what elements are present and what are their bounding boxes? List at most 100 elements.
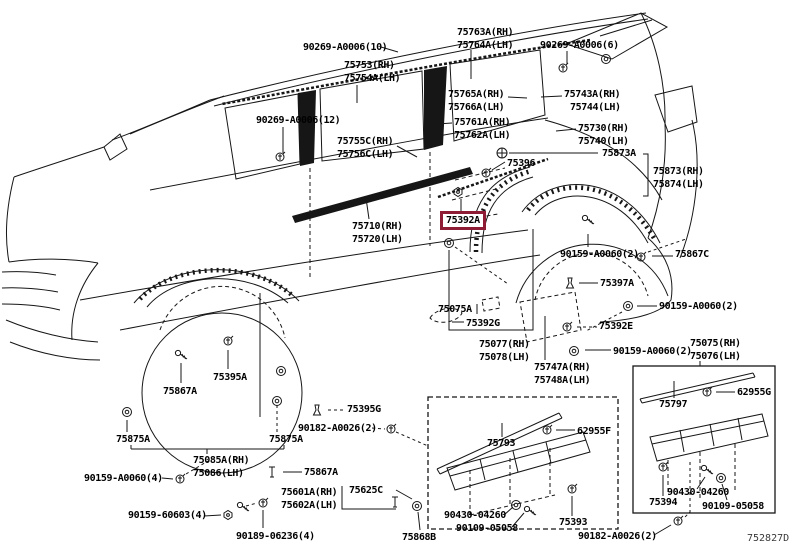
part-label-90159-60603-4[interactable]: 90159-60603(4): [128, 509, 207, 522]
part-label-75394[interactable]: 75394: [649, 496, 678, 509]
part-label-62955g[interactable]: 62955G: [737, 386, 771, 399]
part-number-text: 90182-A0026(2): [298, 423, 377, 434]
part-number-text: 90430-04260: [667, 487, 729, 498]
part-label-90109-05058-a[interactable]: 90109-05058: [456, 522, 518, 535]
inset-box-center: [427, 396, 619, 530]
part-label-75747a[interactable]: 75747A(RH)75748A(LH): [534, 361, 591, 387]
part-label-75396[interactable]: 75396: [507, 157, 536, 170]
part-number-text: 75753(RH): [344, 60, 395, 71]
part-label-75077[interactable]: 75077(RH)75078(LH): [479, 338, 530, 364]
part-label-90269-a0006-10[interactable]: 90269-A0006(10): [303, 41, 388, 54]
part-label-90182-a0026-2b[interactable]: 90182-A0026(2): [578, 530, 657, 543]
part-label-90159-a0060-2a[interactable]: 90159-A0060(2): [560, 248, 639, 261]
part-label-75085a[interactable]: 75085A(RH)75086(LH): [193, 454, 250, 480]
part-label-75743a[interactable]: 75743A(RH)75744(LH): [564, 88, 621, 114]
part-number-text: 75720(LH): [352, 234, 403, 245]
part-number-text: 75765A(RH): [448, 89, 505, 100]
part-number-text: 75867A: [163, 386, 197, 397]
part-number-text: 62955F: [577, 426, 611, 437]
leader-lines: [126, 46, 735, 536]
leader-lines-dashed: [185, 238, 691, 519]
part-number-text: 75395A: [213, 372, 247, 383]
part-label-75755c[interactable]: 75755C(RH) 75756C(LH): [337, 135, 394, 161]
part-label-75392e[interactable]: 75392E: [599, 320, 633, 333]
part-number-text: 75764A(LH): [457, 40, 514, 51]
part-label-75867a-b[interactable]: 75867A: [304, 466, 338, 479]
part-number-text: 75602A(LH): [281, 500, 338, 511]
part-number-text: 75395G: [347, 404, 381, 415]
part-number-text: 75868B: [402, 532, 436, 543]
part-label-90430-04260-a[interactable]: 90430-04260: [444, 509, 506, 522]
part-label-75710[interactable]: 75710(RH) 75720(LH): [352, 220, 403, 246]
part-label-75075a[interactable]: 75075A: [438, 303, 472, 316]
part-number-text: 75755C(RH): [337, 136, 394, 147]
part-number-text: 75086(LH): [193, 468, 244, 479]
part-label-90269-a0006-6[interactable]: 90269-A0006(6): [540, 39, 619, 52]
part-label-75875a-l[interactable]: 75875A: [116, 433, 150, 446]
part-number-text: 75393: [559, 517, 588, 528]
part-label-75875a-r[interactable]: 75875A: [269, 433, 303, 446]
part-label-75075[interactable]: 75075(RH)75076(LH): [690, 337, 741, 363]
part-label-75625c[interactable]: 75625C: [349, 484, 383, 497]
part-label-75793[interactable]: 75793: [487, 437, 516, 450]
part-number-text: 75730(RH): [578, 123, 629, 134]
part-label-75392g[interactable]: 75392G: [466, 317, 500, 330]
part-number-text: 90159-A0060(4): [84, 473, 163, 484]
part-label-90159-a0060-2b[interactable]: 90159-A0060(2): [659, 300, 738, 313]
part-label-75765a[interactable]: 75765A(RH) 75766A(LH): [448, 88, 505, 114]
diagram-code: 752827D: [747, 533, 790, 544]
part-label-75867a-a[interactable]: 75867A: [163, 385, 197, 398]
part-number-text: 75710(RH): [352, 221, 403, 232]
part-label-75797[interactable]: 75797: [659, 398, 688, 411]
part-label-75873[interactable]: 75873(RH)75874(LH): [653, 165, 704, 191]
part-number-text: 75793: [487, 438, 516, 449]
part-number-text: 75077(RH): [479, 339, 530, 350]
part-number-text: 75075A: [438, 304, 472, 315]
part-label-75763a[interactable]: 75763A(RH)75764A(LH): [457, 26, 514, 52]
part-number-text: 75766A(LH): [448, 102, 505, 113]
part-number-text: 62955G: [737, 387, 771, 398]
part-label-90269-a0006-12[interactable]: 90269-A0006(12): [256, 114, 341, 127]
part-label-75393[interactable]: 75393: [559, 516, 588, 529]
part-label-75868b[interactable]: 75868B: [402, 531, 436, 544]
part-label-90159-a0060-4[interactable]: 90159-A0060(4): [84, 472, 163, 485]
part-label-75395a[interactable]: 75395A: [213, 371, 247, 384]
part-label-75761a[interactable]: 75761A(RH)75762A(LH): [454, 116, 511, 142]
part-number-text: 90109-05058: [456, 523, 518, 534]
part-label-75867c[interactable]: 75867C: [675, 248, 709, 261]
pillar-bands: [292, 66, 473, 223]
part-number-text: 90269-A0006(10): [303, 42, 388, 53]
part-number-text: 75740(LH): [578, 136, 629, 147]
part-label-62955f[interactable]: 62955F: [577, 425, 611, 438]
part-number-text: 75625C: [349, 485, 383, 496]
part-number-text: 75744(LH): [570, 102, 621, 113]
part-label-90430-04260-b[interactable]: 90430-04260: [667, 486, 729, 499]
part-label-90109-05058-b[interactable]: 90109-05058: [702, 500, 764, 513]
part-number-text: 75392E: [599, 321, 633, 332]
part-label-75753[interactable]: 75753(RH)75754A(LH): [344, 59, 401, 85]
part-number-text: 75873A: [602, 148, 636, 159]
inset-contents: [436, 372, 769, 516]
part-label-75397a[interactable]: 75397A: [600, 277, 634, 290]
part-number-text: 75076(LH): [690, 351, 741, 362]
part-number-text: 75756C(LH): [337, 149, 394, 160]
part-label-75730[interactable]: 75730(RH) 75740(LH): [578, 122, 629, 148]
part-number-text: 75874(LH): [653, 179, 704, 190]
part-label-90189-06236-4[interactable]: 90189-06236(4): [236, 530, 315, 543]
part-number-text: 75748A(LH): [534, 375, 591, 386]
part-number-text: 90159-60603(4): [128, 510, 207, 521]
part-label-75395g[interactable]: 75395G: [347, 403, 381, 416]
part-label-75873a[interactable]: 75873A: [602, 147, 636, 160]
part-label-75601a[interactable]: 75601A(RH) 75602A(LH): [281, 486, 338, 512]
part-number-text: 75867C: [675, 249, 709, 260]
part-number-text: 75867A: [304, 467, 338, 478]
part-number-text: 90159-A0060(2): [560, 249, 639, 260]
part-number-text: 75601A(RH): [281, 487, 338, 498]
part-label-90182-a0026-2a[interactable]: 90182-A0026(2): [298, 422, 377, 435]
part-label-75392a[interactable]: 75392A: [440, 211, 486, 230]
part-number-text: 90109-05058: [702, 501, 764, 512]
part-number-text: 75797: [659, 399, 688, 410]
part-label-90159-a0060-2c[interactable]: 90159-A0060(2): [613, 345, 692, 358]
